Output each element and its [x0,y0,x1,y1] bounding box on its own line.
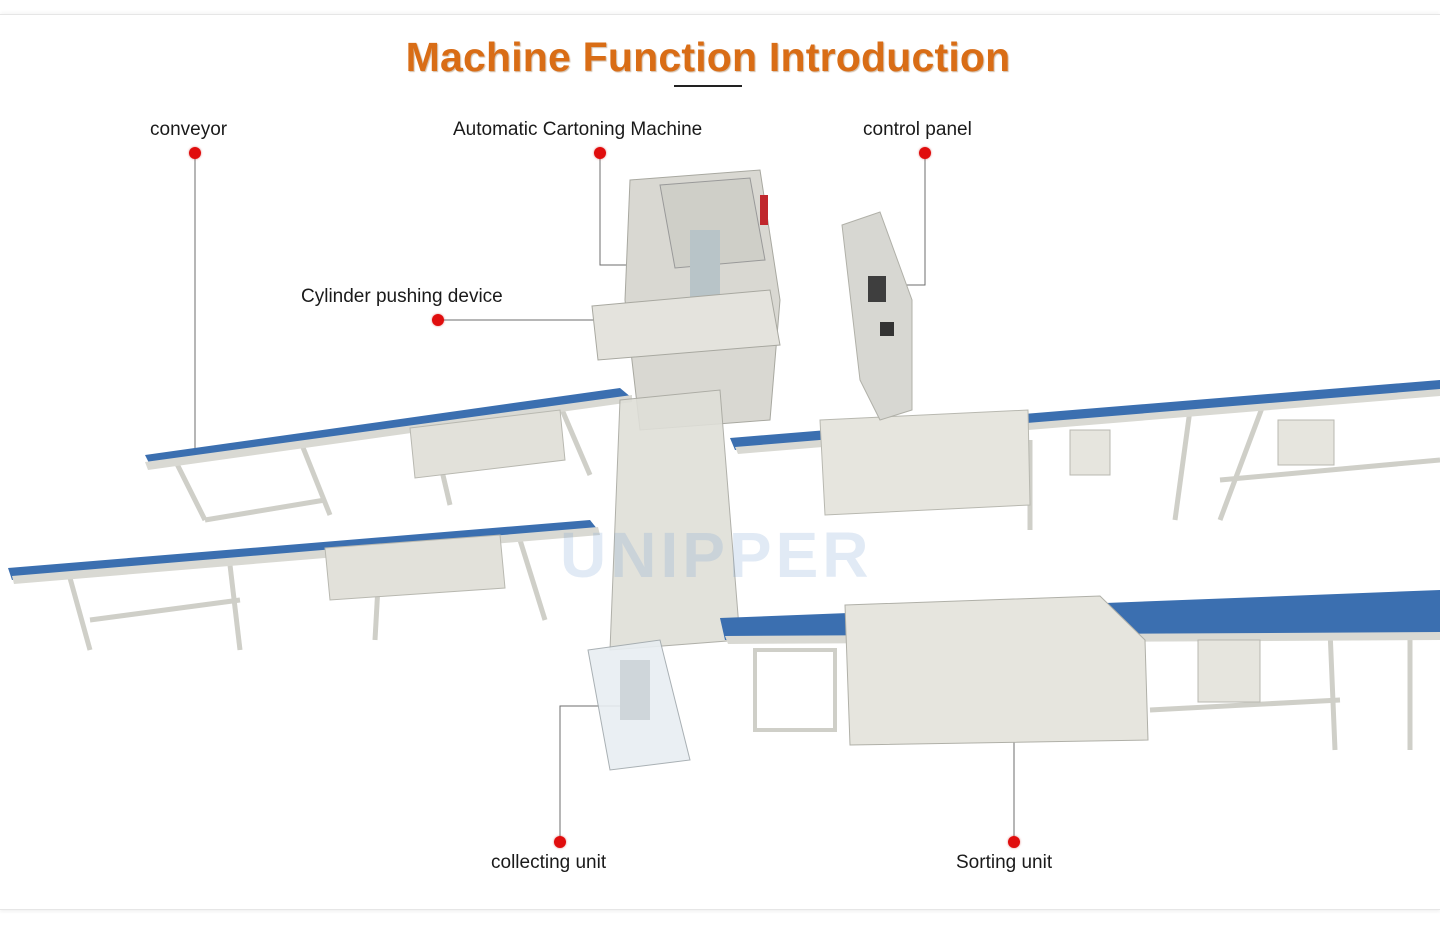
label-cartoning-machine: Automatic Cartoning Machine [453,119,703,140]
label-collecting-unit: collecting unit [491,852,607,873]
marker-cartoning-machine [594,147,606,159]
control-panel-unit [841,211,913,421]
title-underline [674,85,742,87]
label-conveyor: conveyor [150,119,228,140]
upper-conveyor [145,380,1440,530]
marker-cylinder-pushing-device [432,314,444,326]
marker-conveyor [189,147,201,159]
watermark-logo: UNIPPER [560,519,873,591]
lower-conveyor [8,520,1440,751]
page-title: Machine Function Introduction [405,34,1011,80]
cartoning-unit [591,169,781,651]
label-cylinder-pushing-device: Cylinder pushing device [301,286,503,307]
collecting-unit-box [587,639,691,771]
marker-collecting-unit [554,836,566,848]
marker-sorting-unit [1008,836,1020,848]
marker-control-panel [919,147,931,159]
label-sorting-unit: Sorting unit [956,852,1053,873]
label-control-panel: control panel [863,119,972,140]
